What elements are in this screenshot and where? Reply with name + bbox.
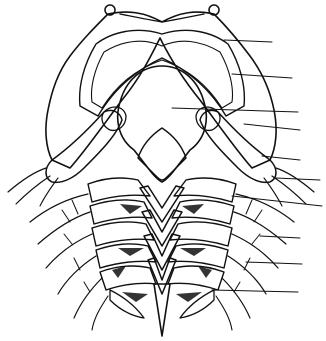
leader-line-4	[244, 124, 300, 130]
left-arm	[8, 107, 126, 206]
head-shield	[46, 5, 276, 168]
right-arm	[196, 107, 314, 206]
leader-line-10	[212, 290, 298, 292]
leader-line-1	[224, 40, 272, 42]
left-legs	[30, 194, 108, 330]
central-plate	[118, 66, 207, 182]
body-segments	[88, 178, 236, 336]
leader-line-8	[260, 236, 300, 238]
